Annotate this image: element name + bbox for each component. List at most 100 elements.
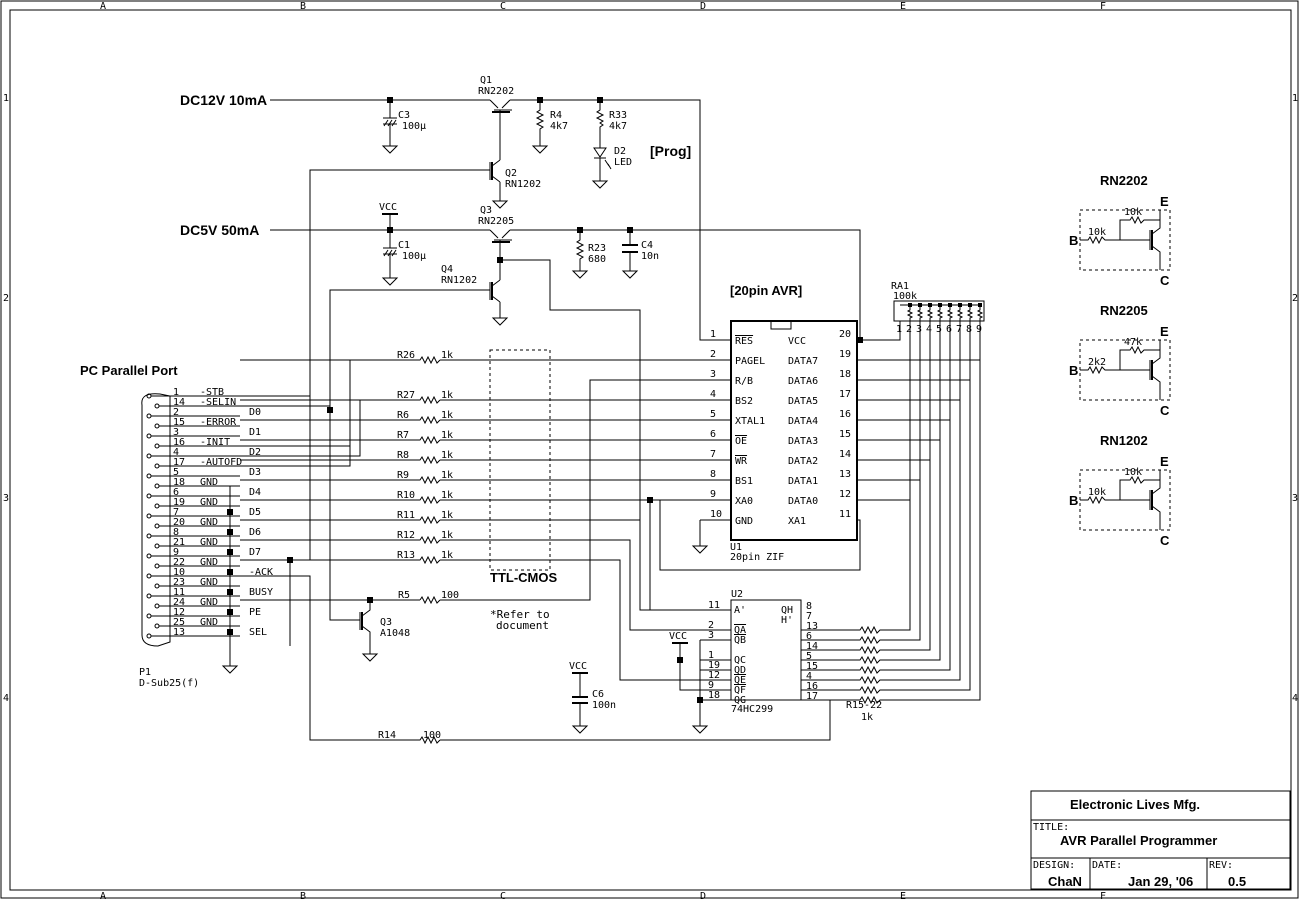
p1-ref: P1 <box>139 667 151 678</box>
junction-dot <box>928 303 932 307</box>
port-wiring <box>240 170 831 741</box>
port-pin-signal: GND <box>200 537 218 548</box>
port-pin-number: 21 <box>173 537 185 548</box>
legend-part-name: RN2205 <box>1100 303 1148 318</box>
row-label-left: 1 <box>3 93 9 104</box>
u2-pin-number: 11 <box>708 600 720 611</box>
port-pin-contact <box>146 573 152 579</box>
col-label-top: A <box>100 1 106 12</box>
series-resistor-ref: R26 <box>397 350 415 361</box>
port-pin-number: 13 <box>173 627 185 638</box>
row-label-left: 2 <box>3 293 9 304</box>
port-pin-signal: -ERROR <box>200 417 237 428</box>
port-pin-signal: GND <box>200 517 218 528</box>
legend-pin-e: E <box>1160 324 1169 339</box>
port-pin-contact <box>154 423 160 429</box>
c6-ref: C6 <box>592 689 604 700</box>
u1-title: [20pin AVR] <box>730 283 802 298</box>
frame-row-labels: 1 2 3 4 1 2 3 4 <box>3 93 1298 704</box>
port-pin-contact <box>146 493 152 499</box>
u1-pin-number: 14 <box>839 449 851 460</box>
u2-pin-number: 12 <box>708 670 720 681</box>
u1-part: 20pin ZIF <box>730 552 784 563</box>
u1-pin-name: DATA6 <box>788 376 818 387</box>
port-pin-signal: PE <box>249 607 261 618</box>
series-resistor <box>240 515 441 525</box>
u2-pin-name: H' <box>781 615 793 626</box>
power-section: DC12V 10mA DC5V 50mA [Prog] C3 100µ Q1 R… <box>180 75 861 620</box>
u1-pin-name: PAGEL <box>735 356 765 367</box>
col-label-bottom: E <box>900 891 906 900</box>
u2-pin-name: QC <box>734 655 746 666</box>
u1-pin-name: BS1 <box>735 476 753 487</box>
u1-pin-name: DATA3 <box>788 436 818 447</box>
u2-pin-number: 2 <box>708 620 714 631</box>
junction-dot <box>948 303 952 307</box>
port-pin-signal: D1 <box>249 427 261 438</box>
u2-pin-number: 18 <box>708 690 720 701</box>
u2-pin-number: 17 <box>806 691 818 702</box>
u2-pin-name: QG <box>734 695 746 706</box>
col-label-bottom: C <box>500 891 506 900</box>
legend-pin-b: B <box>1069 363 1078 378</box>
q2-ref: Q2 <box>505 168 517 179</box>
r5-value: 100 <box>441 590 459 601</box>
pulldown-resistor <box>801 460 921 645</box>
port-pin-signal: SEL <box>249 627 267 638</box>
r4-ref: R4 <box>550 110 562 121</box>
pulldown-resistor <box>801 480 911 635</box>
port-pin-signal: D2 <box>249 447 261 458</box>
port-pin-signal: -STB <box>200 387 224 398</box>
port-pin-contact <box>146 633 152 639</box>
series-resistor-value: 1k <box>441 470 453 481</box>
r23-ref: R23 <box>588 243 606 254</box>
port-pin-contact <box>146 433 152 439</box>
u1-pin-number: 13 <box>839 469 851 480</box>
legend-base-resistor: 10k <box>1088 227 1106 238</box>
u1-pin-number: 7 <box>710 449 716 460</box>
u1-pin-number: 15 <box>839 429 851 440</box>
row-label-right: 1 <box>1292 93 1298 104</box>
port-pin-contact <box>146 593 152 599</box>
led-d2: D2 LED <box>592 146 632 189</box>
u2-pin-number: 4 <box>806 671 812 682</box>
q3b-part: A1048 <box>380 628 410 639</box>
u1-pin-number: 9 <box>710 489 716 500</box>
port-pin-contact <box>146 473 152 479</box>
series-resistor-value: 1k <box>441 450 453 461</box>
q3b-ref: Q3 <box>380 617 392 628</box>
u1-pin-number: 3 <box>710 369 716 380</box>
resistor-r33: R33 4k7 <box>595 100 627 148</box>
transistor-q3-rn2205: Q3 RN2205 <box>478 205 700 611</box>
row-label-right: 2 <box>1292 293 1298 304</box>
port-pin-contact <box>154 463 160 469</box>
prog-label: [Prog] <box>650 143 691 159</box>
port-pin-number: 11 <box>173 587 185 598</box>
port-pin-contact <box>146 413 152 419</box>
r4-value: 4k7 <box>550 121 568 132</box>
port-pin-number: 10 <box>173 567 185 578</box>
series-resistor <box>240 535 441 545</box>
port-pin-signal: D3 <box>249 467 261 478</box>
designer-name: ChaN <box>1048 874 1082 889</box>
u1-pin-name: R/B <box>735 376 753 387</box>
row-label-left: 3 <box>3 493 9 504</box>
ra1-pin-number: 6 <box>946 324 952 335</box>
u1-pin-name: WR <box>735 456 748 467</box>
legend-pin-c: C <box>1160 273 1170 288</box>
u1-pin-name: DATA1 <box>788 476 818 487</box>
port-pin-number: 25 <box>173 617 185 628</box>
u1-pin-name: DATA0 <box>788 496 818 507</box>
port-pin-contact <box>154 543 160 549</box>
u1-pin-name: VCC <box>788 336 806 347</box>
u1-pin-name: XA0 <box>735 496 753 507</box>
ttl-note-line2: document <box>496 619 549 632</box>
d2-value: LED <box>614 157 632 168</box>
u2-pin-number: 9 <box>708 680 714 691</box>
row-label-right: 3 <box>1292 493 1298 504</box>
u2-pin-name: QD <box>734 665 746 676</box>
